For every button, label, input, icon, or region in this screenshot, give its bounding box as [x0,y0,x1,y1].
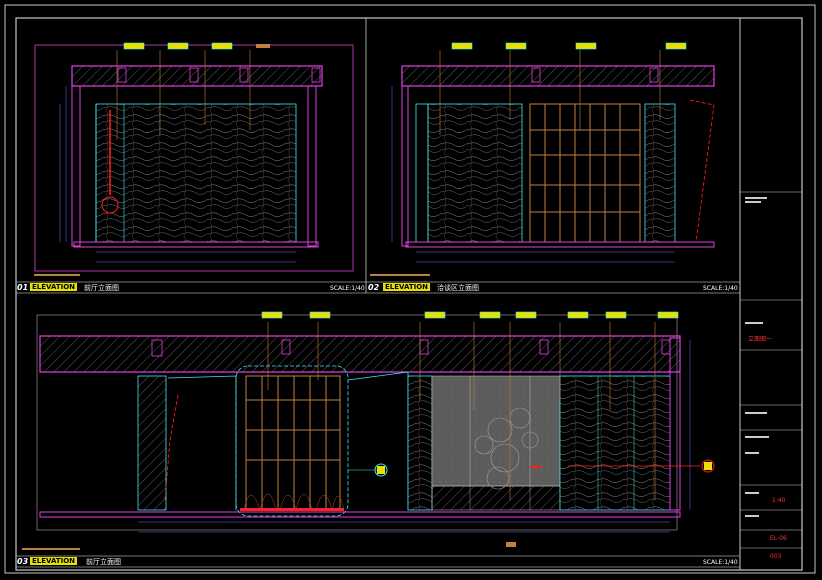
elevation-banner: ELEVATION [30,283,78,291]
elevation-01 [34,44,354,272]
elevation-name: 前厅立面图 [86,558,121,566]
elevation-03 [36,314,715,547]
elevation-number: 03 [17,557,29,566]
title-block-line [745,436,769,438]
elevation-banner: ELEVATION [30,557,78,565]
title-block-line [745,197,767,199]
elevation-number: 02 [368,283,380,292]
elevation-scale: SCALE:1/40 [703,559,738,566]
title-bar-frames [15,281,741,568]
elevation-scale: SCALE:1/40 [703,285,738,292]
elevation-banner: ELEVATION [383,283,431,291]
title-block-line [745,515,759,517]
elevation-number: 01 [17,283,29,292]
title-block [740,191,802,549]
elevation-scale: SCALE:1/40 [330,285,365,292]
elevation-02 [391,50,715,263]
title-block-line [745,492,759,494]
material-tags [123,42,687,319]
title-block-line [745,412,767,414]
inner-frame [15,17,803,571]
drawing-name: 立面图一 [748,336,773,343]
page-number: 003 [770,553,782,560]
title-block-line [745,201,761,203]
scale-value: 1:40 [772,497,786,504]
elevation-name: 前厅立面图 [84,284,119,292]
title-block-line [745,322,763,324]
outer-frame [4,4,816,574]
sheet-code: EL-06 [770,535,787,542]
elevation-name: 洽谈区立面图 [437,284,479,292]
title-block-line [745,452,759,454]
